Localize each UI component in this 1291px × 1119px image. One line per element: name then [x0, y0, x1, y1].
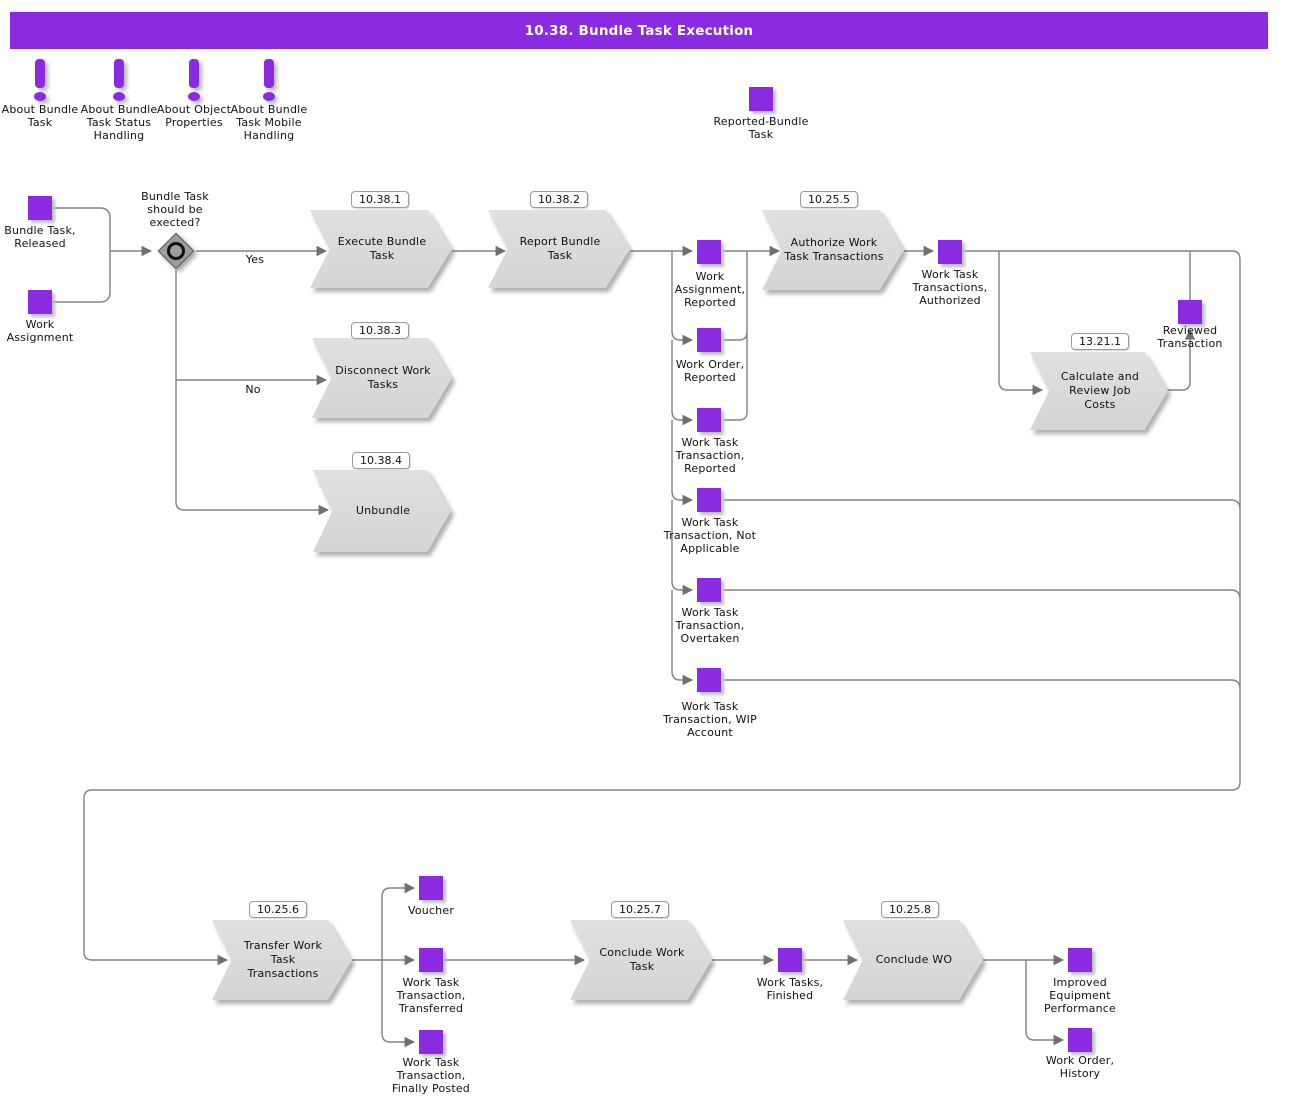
state-label: Work Order, Reported	[675, 358, 745, 384]
process-badge[interactable]: 10.25.5	[800, 191, 858, 208]
info-icon-label: About Object Properties	[156, 103, 232, 129]
state-reported-bundle-task	[749, 87, 773, 111]
info-exclamation-icon[interactable]	[34, 59, 48, 103]
state-label: Work Task Transaction, WIP Account	[663, 700, 757, 739]
info-exclamation-icon[interactable]	[263, 59, 277, 103]
state-bundle-task-released	[28, 196, 52, 220]
process-label: Disconnect Work Tasks	[312, 338, 452, 418]
state-label: Work Order, History	[1045, 1054, 1115, 1080]
process-execute-bundle-task[interactable]: Execute Bundle Task	[310, 210, 452, 288]
decision-no-label: No	[245, 383, 261, 396]
process-disconnect-work-tasks[interactable]: Disconnect Work Tasks	[312, 338, 452, 418]
state-voucher	[419, 876, 443, 900]
decision-gateway-icon	[157, 232, 195, 270]
state-label: Work Task Transaction, Reported	[675, 436, 745, 475]
state-label: Work Task Transaction, Overtaken	[675, 606, 745, 645]
state-label: Work Task Transactions, Authorized	[912, 268, 988, 307]
info-icon-label: About Bundle Task Mobile Handling	[230, 103, 308, 142]
state-work-task-transaction-transferred	[419, 948, 443, 972]
process-authorize-work-task-transactions[interactable]: Authorize Work Task Transactions	[762, 210, 904, 290]
info-icon-label: About Bundle Task	[1, 103, 79, 129]
state-label: Work Tasks, Finished	[756, 976, 824, 1002]
state-work-task-transaction-reported	[697, 408, 721, 432]
info-exclamation-icon[interactable]	[188, 59, 202, 103]
info-exclamation-icon[interactable]	[113, 59, 127, 103]
info-icon-label: About Bundle Task Status Handling	[80, 103, 158, 142]
page-title: 10.38. Bundle Task Execution	[524, 22, 754, 39]
process-badge[interactable]: 10.38.1	[351, 191, 409, 208]
process-badge[interactable]: 10.38.3	[351, 322, 409, 339]
state-reviewed-transaction	[1178, 300, 1202, 324]
process-label: Transfer Work Task Transactions	[212, 920, 352, 1000]
state-label: Bundle Task, Released	[4, 224, 76, 250]
process-label: Report Bundle Task	[488, 210, 630, 288]
state-label: Work Assignment, Reported	[674, 270, 746, 309]
process-report-bundle-task[interactable]: Report Bundle Task	[488, 210, 630, 288]
state-label: Work Task Transaction, Transferred	[396, 976, 466, 1015]
state-work-tasks-finished	[778, 948, 802, 972]
state-label: Work Task Transaction, Finally Posted	[392, 1056, 470, 1095]
state-work-task-transaction-overtaken	[697, 578, 721, 602]
state-work-task-transaction-not-applicable	[697, 488, 721, 512]
decision-yes-label: Yes	[245, 253, 265, 266]
process-conclude-wo[interactable]: Conclude WO	[843, 920, 983, 1000]
process-calculate-review-job-costs[interactable]: Calculate and Review Job Costs	[1030, 352, 1168, 430]
process-transfer-work-task-transactions[interactable]: Transfer Work Task Transactions	[212, 920, 352, 1000]
state-label: Voucher	[407, 904, 455, 917]
process-badge[interactable]: 10.38.4	[352, 452, 410, 469]
state-work-assignment-reported	[697, 240, 721, 264]
state-label: Reviewed Transaction	[1157, 324, 1223, 350]
process-badge[interactable]: 10.25.7	[611, 901, 669, 918]
process-badge[interactable]: 10.25.6	[249, 901, 307, 918]
state-work-assignment	[28, 290, 52, 314]
state-work-task-transaction-finally-posted	[419, 1030, 443, 1054]
process-label: Calculate and Review Job Costs	[1030, 352, 1168, 430]
state-work-order-reported	[697, 328, 721, 352]
process-label: Authorize Work Task Transactions	[762, 210, 904, 290]
state-label: Improved Equipment Performance	[1044, 976, 1116, 1015]
state-label: Work Task Transaction, Not Applicable	[663, 516, 757, 555]
state-label: Reported-Bundle Task	[713, 115, 809, 141]
state-work-order-history	[1068, 1028, 1092, 1052]
process-label: Unbundle	[313, 470, 451, 552]
state-label: Work Assignment	[6, 318, 74, 344]
state-work-task-transaction-wip-account	[697, 668, 721, 692]
diagram-title-bar: 10.38. Bundle Task Execution	[10, 12, 1268, 49]
decision-question: Bundle Task should be exected?	[141, 190, 209, 229]
state-work-task-transactions-authorized	[938, 240, 962, 264]
process-label: Conclude WO	[843, 920, 983, 1000]
process-label: Conclude Work Task	[570, 920, 712, 1000]
process-badge[interactable]: 10.38.2	[530, 191, 588, 208]
state-improved-equipment-performance	[1068, 948, 1092, 972]
process-unbundle[interactable]: Unbundle	[313, 470, 451, 552]
process-badge[interactable]: 13.21.1	[1071, 333, 1129, 350]
process-badge[interactable]: 10.25.8	[881, 901, 939, 918]
process-conclude-work-task[interactable]: Conclude Work Task	[570, 920, 712, 1000]
process-label: Execute Bundle Task	[310, 210, 452, 288]
